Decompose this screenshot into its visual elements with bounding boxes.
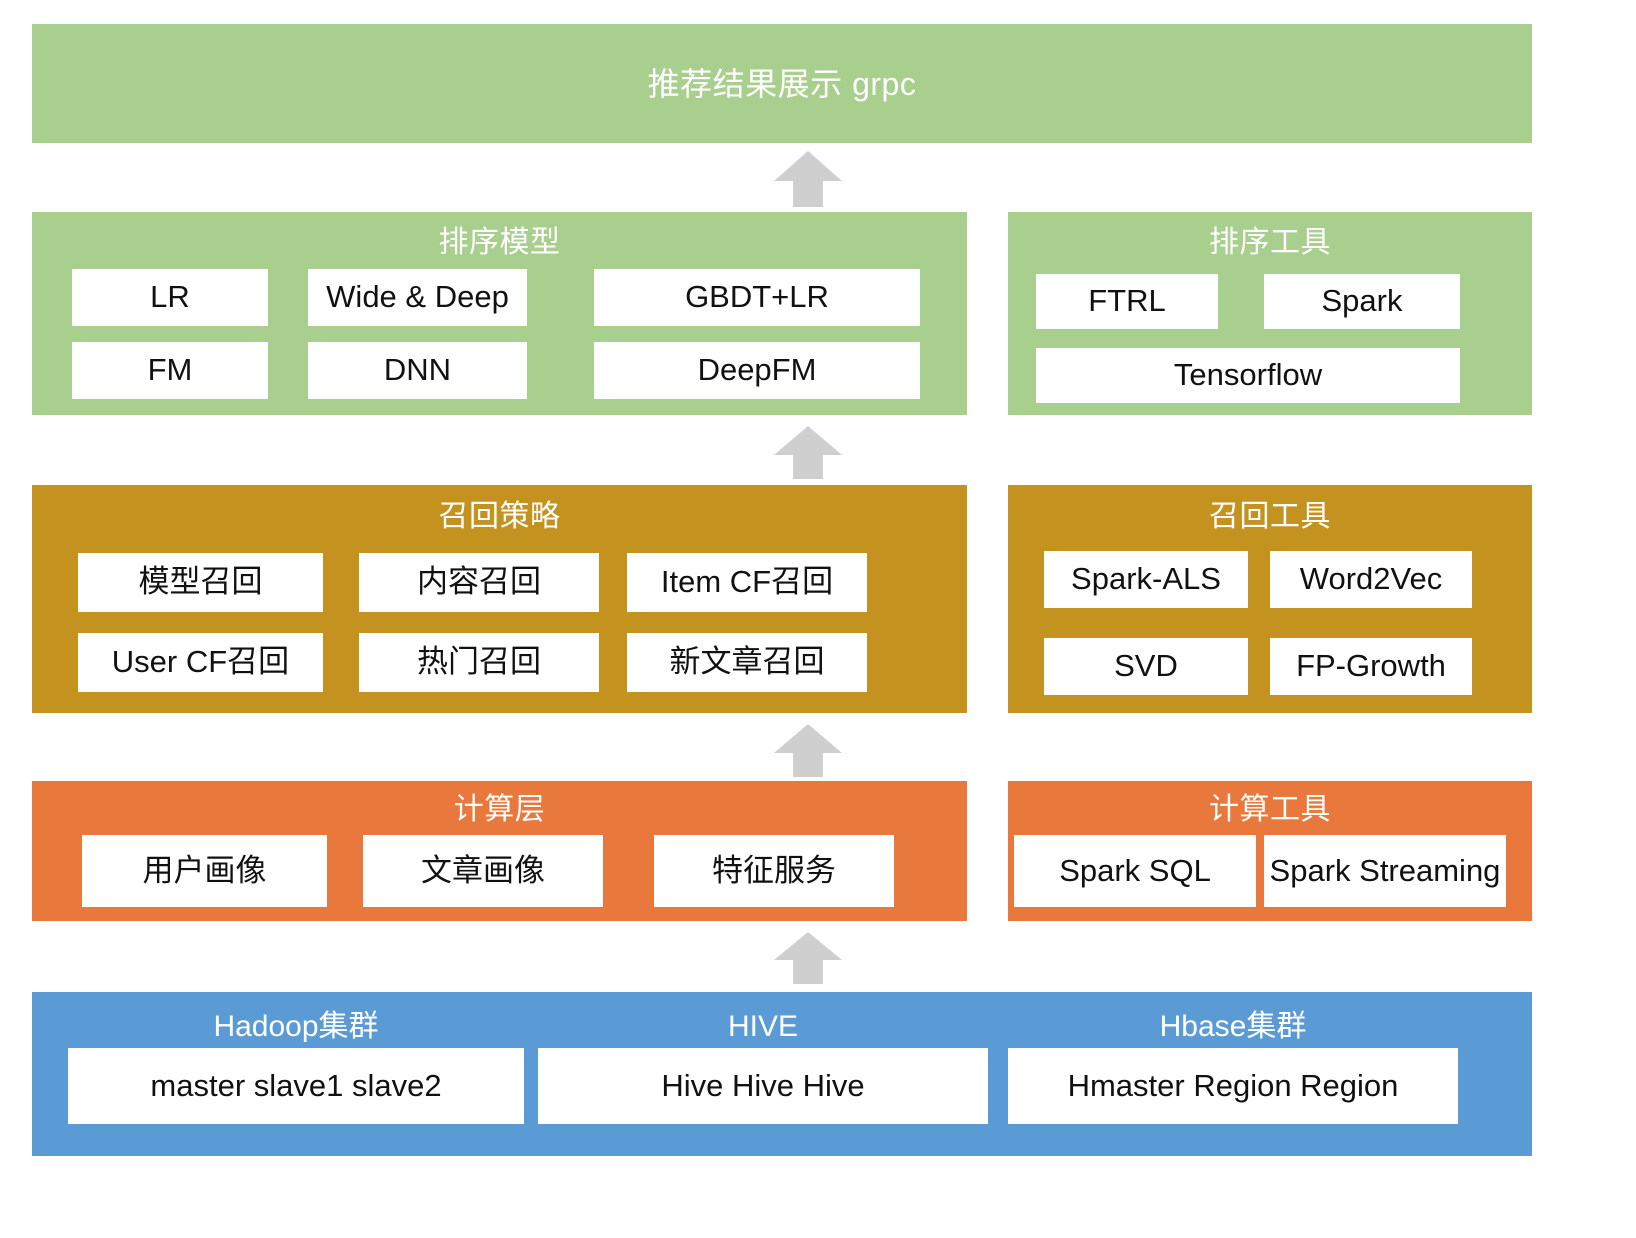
chip-ranking-model-fm[interactable]: FM bbox=[72, 342, 268, 399]
ranking-models-title: 排序模型 bbox=[438, 226, 561, 259]
chip-ranking-tool-tensorflow[interactable]: Tensorflow bbox=[1036, 348, 1460, 403]
chip-recall-tool-fp-growth[interactable]: FP-Growth bbox=[1270, 638, 1472, 695]
chip-compute-tool-spark-streaming[interactable]: Spark Streaming bbox=[1264, 835, 1506, 907]
ranking-tools-title: 排序工具 bbox=[1209, 226, 1331, 259]
chip-recall-tool-svd[interactable]: SVD bbox=[1044, 638, 1248, 695]
chip-ranking-model-deepfm[interactable]: DeepFM bbox=[594, 342, 920, 399]
compute-tools-panel: 计算工具 Spark SQL Spark Streaming bbox=[1008, 781, 1532, 921]
serving-banner-title: 推荐结果展示 grpc bbox=[647, 66, 917, 102]
chip-storage-hbase-nodes[interactable]: Hmaster Region Region bbox=[1008, 1048, 1458, 1124]
storage-group-label-hive: HIVE bbox=[727, 1010, 799, 1043]
chip-recall-item-cf[interactable]: Item CF召回 bbox=[627, 553, 867, 612]
chip-recall-hot[interactable]: 热门召回 bbox=[359, 633, 599, 692]
storage-group-label-hbase: Hbase集群 bbox=[1159, 1010, 1307, 1043]
compute-tools-title: 计算工具 bbox=[1209, 793, 1331, 826]
chip-storage-hadoop-nodes[interactable]: master slave1 slave2 bbox=[68, 1048, 524, 1124]
recall-tools-panel: 召回工具 Spark-ALS Word2Vec SVD FP-Growth bbox=[1008, 485, 1532, 713]
storage-group-label-hadoop: Hadoop集群 bbox=[213, 1010, 379, 1043]
chip-recall-content[interactable]: 内容召回 bbox=[359, 553, 599, 612]
chip-ranking-model-lr[interactable]: LR bbox=[72, 269, 268, 326]
arrow-ranking-to-banner bbox=[772, 149, 844, 207]
recall-strategy-title: 召回策略 bbox=[438, 500, 561, 533]
chip-recall-new-article[interactable]: 新文章召回 bbox=[627, 633, 867, 692]
chip-recall-tool-word2vec[interactable]: Word2Vec bbox=[1270, 551, 1472, 608]
chip-storage-hive-nodes[interactable]: Hive Hive Hive bbox=[538, 1048, 988, 1124]
chip-compute-article-profile[interactable]: 文章画像 bbox=[363, 835, 603, 907]
chip-ranking-model-wide-deep[interactable]: Wide & Deep bbox=[308, 269, 527, 326]
chip-recall-tool-spark-als[interactable]: Spark-ALS bbox=[1044, 551, 1248, 608]
chip-ranking-tool-ftrl[interactable]: FTRL bbox=[1036, 274, 1218, 329]
compute-layer-panel: 计算层 用户画像 文章画像 特征服务 bbox=[32, 781, 967, 921]
chip-ranking-tool-spark[interactable]: Spark bbox=[1264, 274, 1460, 329]
ranking-models-panel: 排序模型 LR Wide & Deep GBDT+LR FM DNN DeepF… bbox=[32, 212, 967, 415]
chip-ranking-model-gbdt-lr[interactable]: GBDT+LR bbox=[594, 269, 920, 326]
chip-compute-feature-service[interactable]: 特征服务 bbox=[654, 835, 894, 907]
ranking-tools-panel: 排序工具 FTRL Spark Tensorflow bbox=[1008, 212, 1532, 415]
compute-layer-title: 计算层 bbox=[453, 793, 546, 826]
arrow-recall-to-ranking bbox=[772, 424, 844, 479]
chip-recall-model[interactable]: 模型召回 bbox=[78, 553, 323, 612]
chip-compute-user-profile[interactable]: 用户画像 bbox=[82, 835, 327, 907]
chip-compute-tool-spark-sql[interactable]: Spark SQL bbox=[1014, 835, 1256, 907]
serving-banner: 推荐结果展示 grpc bbox=[32, 24, 1532, 143]
arrow-storage-to-compute bbox=[772, 930, 844, 984]
chip-ranking-model-dnn[interactable]: DNN bbox=[308, 342, 527, 399]
recall-strategy-panel: 召回策略 模型召回 内容召回 Item CF召回 User CF召回 热门召回 … bbox=[32, 485, 967, 713]
storage-layer-panel: Hadoop集群 HIVE Hbase集群 master slave1 slav… bbox=[32, 992, 1532, 1156]
chip-recall-user-cf[interactable]: User CF召回 bbox=[78, 633, 323, 692]
recall-tools-title: 召回工具 bbox=[1209, 500, 1331, 533]
arrow-compute-to-recall bbox=[772, 722, 844, 777]
